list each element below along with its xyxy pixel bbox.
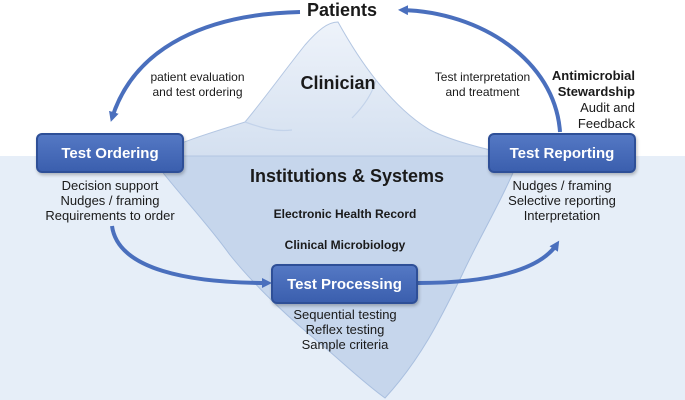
right-arrow-label-line-1: Test interpretation bbox=[434, 70, 531, 84]
test-ordering-item-2: Nudges / framing bbox=[60, 193, 160, 208]
test-processing-item-3: Sample criteria bbox=[301, 337, 389, 352]
test-reporting-item-1: Nudges / framing bbox=[512, 178, 612, 193]
test-reporting-box: Test Reporting bbox=[488, 133, 636, 173]
left-arrow-label-line-1: patient evaluation bbox=[150, 70, 245, 84]
test-reporting-item-2: Selective reporting bbox=[508, 193, 616, 208]
ehr-label: Electronic Health Record bbox=[273, 207, 417, 221]
test-reporting-item-3: Interpretation bbox=[523, 208, 601, 223]
test-ordering-item-3: Requirements to order bbox=[45, 208, 175, 223]
test-ordering-label: Test Ordering bbox=[61, 144, 159, 162]
iceberg-tip-ridge bbox=[244, 79, 377, 132]
iceberg-tip bbox=[149, 21, 521, 157]
arrow-ordering-to-processing bbox=[110, 225, 272, 288]
test-processing-item-2: Reflex testing bbox=[305, 322, 385, 337]
stewardship-detail-2: Feedback bbox=[577, 116, 635, 131]
institutions-label: Institutions & Systems bbox=[249, 166, 445, 186]
clinician-label: Clinician bbox=[300, 73, 376, 93]
microbiology-label: Clinical Microbiology bbox=[284, 238, 406, 252]
arrow-patients-to-ordering bbox=[109, 10, 301, 122]
test-reporting-items: Nudges / framing Selective reporting Int… bbox=[482, 178, 642, 223]
test-processing-label: Test Processing bbox=[287, 275, 402, 293]
right-arrow-label-line-2: and treatment bbox=[445, 85, 520, 99]
stewardship-heading-2: Stewardship bbox=[557, 84, 635, 99]
stewardship-heading-1: Antimicrobial bbox=[551, 68, 635, 83]
test-processing-item-1: Sequential testing bbox=[293, 307, 397, 322]
test-ordering-item-1: Decision support bbox=[61, 178, 159, 193]
test-processing-items: Sequential testing Reflex testing Sample… bbox=[265, 307, 425, 352]
left-arrow-label-line-2: and test ordering bbox=[152, 85, 243, 99]
patients-title: Patients bbox=[306, 0, 378, 20]
arrow-reporting-to-patients bbox=[398, 5, 562, 133]
test-processing-box: Test Processing bbox=[271, 264, 418, 304]
test-ordering-items: Decision support Nudges / framing Requir… bbox=[30, 178, 190, 223]
test-ordering-box: Test Ordering bbox=[36, 133, 184, 173]
stewardship-block: Antimicrobial Stewardship Audit and Feed… bbox=[540, 68, 635, 132]
arrow-processing-to-reporting bbox=[417, 240, 560, 285]
test-reporting-label: Test Reporting bbox=[509, 144, 615, 162]
left-arrow-label: patient evaluation and test ordering bbox=[140, 70, 255, 100]
stewardship-detail-1: Audit and bbox=[580, 100, 635, 115]
right-arrow-label: Test interpretation and treatment bbox=[425, 70, 540, 100]
